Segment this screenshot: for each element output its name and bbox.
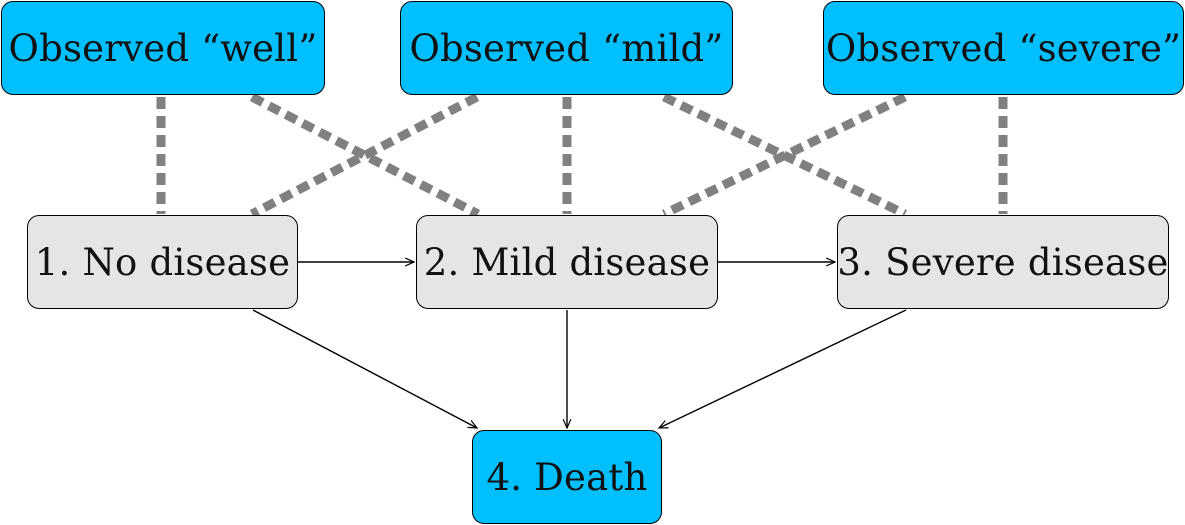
link-mild-no-disease <box>249 93 480 218</box>
state-severe-disease-label: 3. Severe disease <box>837 240 1169 284</box>
observed-severe-label: Observed “severe” <box>825 26 1182 70</box>
state-death-label: 4. Death <box>486 455 648 499</box>
state-severe-disease-node: 3. Severe disease <box>837 215 1169 309</box>
observed-severe-node: Observed “severe” <box>823 1 1184 95</box>
state-mild-disease-node: 2. Mild disease <box>416 215 718 309</box>
state-mild-disease-label: 2. Mild disease <box>423 240 711 284</box>
observed-mild-label: Observed “mild” <box>409 26 724 70</box>
arrow-no-to-death <box>252 309 477 428</box>
observed-mild-node: Observed “mild” <box>400 1 733 95</box>
link-severe-mild-disease <box>662 92 907 219</box>
observed-well-node: Observed “well” <box>1 1 325 95</box>
state-death-node: 4. Death <box>472 430 662 524</box>
state-no-disease-node: 1. No disease <box>27 215 298 309</box>
arrow-severe-to-death <box>659 309 907 429</box>
observed-well-label: Observed “well” <box>8 26 318 70</box>
state-no-disease-label: 1. No disease <box>34 240 291 284</box>
link-well-mild-disease <box>249 93 481 218</box>
